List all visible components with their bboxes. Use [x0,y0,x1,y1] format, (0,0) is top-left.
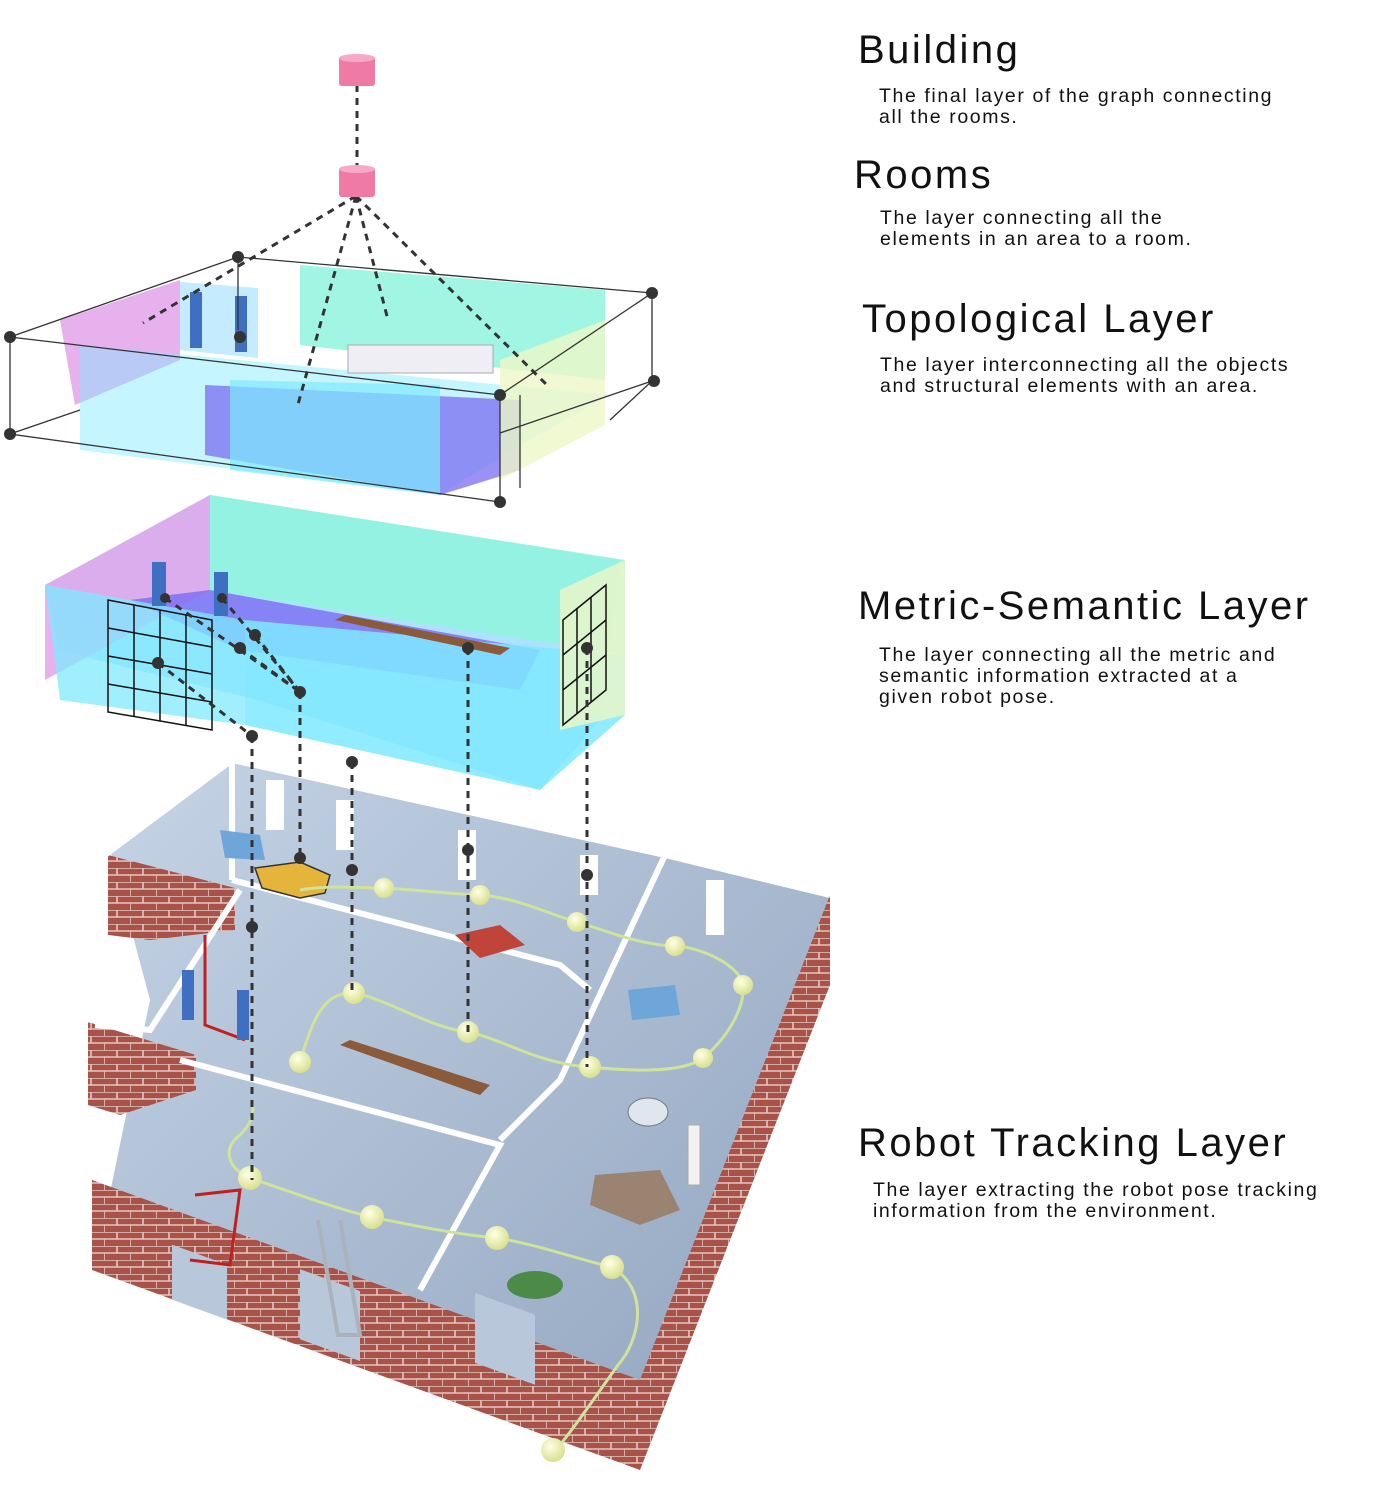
metric-edges [157,596,589,1180]
topological-room [4,194,660,508]
cement-mixer-icon [627,1097,669,1127]
wall-front-right [245,620,625,790]
corner-node [646,287,658,299]
brick-wall-right [640,895,830,1470]
pose-node [733,975,753,995]
gravel-pile-icon [590,1170,680,1225]
room-node [339,165,375,197]
window-opening [266,780,284,830]
layer-description: The layer connecting all the metric and … [879,644,1277,708]
partition-wall [179,1057,505,1292]
robot-tracking-floor [88,756,831,1470]
window-opening [336,800,354,850]
brick-wall-front [92,1180,640,1470]
layer-title: Metric-Semantic Layer [858,584,1311,628]
timber-stack-icon [340,1040,490,1095]
pose-node [374,878,394,898]
pose-node [360,1205,384,1229]
robot-tracking-label: Robot Tracking Layer The layer extractin… [858,1121,1318,1222]
pallet-icon [628,985,680,1020]
object-node [217,593,227,603]
wall-side-right [560,560,625,730]
pose-node [541,1438,565,1462]
wall-back [210,495,625,655]
corner-node [494,496,506,508]
rooms-label: Rooms The layer connecting all the eleme… [854,153,1192,250]
wall-side-yellow [500,320,605,480]
building-node [339,54,375,86]
window-opening [300,1269,360,1362]
layer-title: Robot Tracking Layer [858,1121,1289,1165]
corner-node [4,331,16,343]
layer-title: Building [858,28,1021,72]
building-label: Building The final layer of the graph co… [858,28,1273,128]
window-opening [706,880,724,935]
object-node [246,921,258,933]
pose-node [238,1166,262,1190]
worker-icon [687,1124,701,1186]
partition-wall [94,888,243,1034]
object-node [581,869,593,881]
pallet-icon [220,830,265,860]
corner-node [234,331,246,343]
object-node [152,657,164,669]
worker-icon [237,990,249,1040]
pose-node [665,936,685,956]
scaffold-icon [203,935,246,1042]
partition-wall [497,853,668,1143]
pose-node [289,1051,311,1073]
worker-icon [235,296,247,352]
scaffold-icon [189,1188,242,1267]
object-node [249,629,261,641]
brick-wall-left-upper [108,855,235,940]
metric-nodes [152,593,593,933]
wheelbarrow-icon [507,1271,563,1299]
object-node [346,756,358,768]
layer-title: Rooms [854,153,994,197]
layer-title: Topological Layer [862,297,1216,341]
topological-edges [142,194,552,409]
pose-node [693,1048,713,1068]
metric-semantic-label: Metric-Semantic Layer The layer connecti… [858,584,1311,708]
pose-node [343,982,365,1004]
object-node [462,642,474,654]
topological-label: Topological Layer The layer interconnect… [862,297,1289,397]
layer-description: The layer connecting all the elements in… [880,207,1193,250]
pose-node [600,1255,624,1279]
object-node [581,642,593,654]
layer-description: The layer interconnecting all the object… [880,354,1290,397]
pose-node [470,885,490,905]
window-opening [475,1292,535,1385]
object-node [294,852,306,864]
layer-description: The final layer of the graph connecting … [879,85,1274,128]
pose-node [579,1056,601,1078]
layer-description: The layer extracting the robot pose trac… [873,1179,1319,1222]
corner-node [648,375,660,387]
corner-node [4,428,16,440]
worker-icon [190,292,202,348]
ladder-icon [316,1219,363,1337]
corner-node [232,251,244,263]
metric-semantic-room [45,495,625,1180]
partition-wall [231,877,592,993]
object-node [346,864,358,876]
object-node [462,844,474,856]
pose-node [567,912,587,932]
topological-nodes [4,251,660,508]
brick-wall-left-middle [88,1022,196,1115]
worker-icon [182,970,194,1020]
wall-pink [60,280,180,405]
bricks-pallet-icon [455,925,525,958]
wall-front-cyan [230,380,440,495]
object-node [160,593,170,603]
object-node [246,730,258,742]
pose-node [485,1226,509,1250]
object-node [294,686,306,698]
corner-node [494,389,506,401]
partition-wall [103,756,831,898]
timber-stack-icon [347,344,494,374]
object-node [234,642,246,654]
